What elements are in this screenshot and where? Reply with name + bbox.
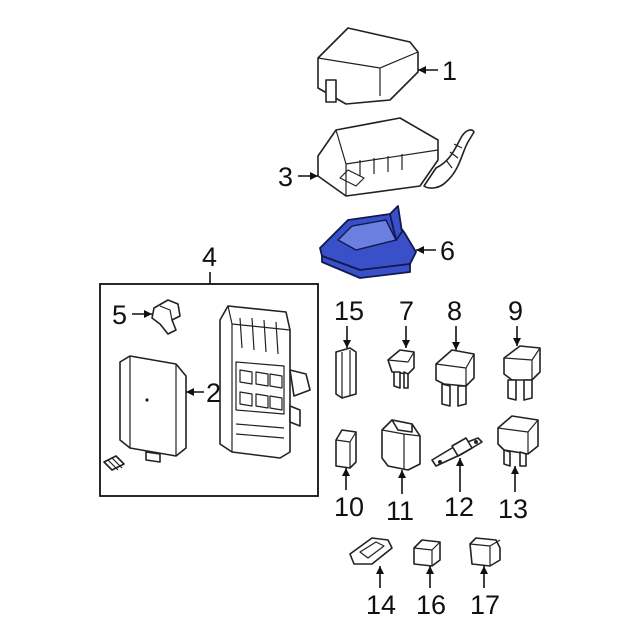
arrow-12: [456, 458, 464, 466]
part-11-relay[interactable]: [381, 419, 421, 471]
arrow-17: [480, 566, 488, 574]
arrow-16: [426, 566, 434, 574]
part-7-mini-fuse[interactable]: [387, 349, 415, 389]
callout-16[interactable]: 16: [416, 590, 446, 620]
arrow-10: [342, 468, 350, 476]
part-13-cartridge-fuse[interactable]: [497, 415, 539, 467]
part-3-fuse-box-housing[interactable]: [317, 117, 475, 197]
arrow-2: [186, 388, 194, 396]
part-2-control-module[interactable]: [119, 355, 187, 463]
arrow-3: [310, 172, 318, 180]
callout-15[interactable]: 15: [334, 296, 364, 326]
part-1-fuse-box-cover[interactable]: [317, 27, 419, 105]
arrow-7: [402, 340, 410, 348]
arrow-14: [376, 566, 384, 574]
part-17-relay[interactable]: [469, 537, 501, 567]
assembly-4-box: [99, 283, 319, 497]
arrow-1: [418, 66, 426, 74]
part-10-relay[interactable]: [335, 429, 357, 469]
callout-9[interactable]: 9: [508, 296, 523, 326]
part-8-standard-fuse[interactable]: [435, 349, 475, 407]
part-14-fuse-puller[interactable]: [349, 537, 393, 565]
fuse-relay-block[interactable]: [219, 305, 311, 459]
callout-3[interactable]: 3: [278, 162, 293, 192]
arrow-8: [452, 342, 460, 350]
callout-5[interactable]: 5: [112, 300, 127, 330]
callout-6[interactable]: 6: [440, 236, 455, 266]
part-5-bracket[interactable]: [151, 299, 181, 335]
arrow-15: [343, 340, 351, 348]
arrow-9: [513, 338, 521, 346]
part-9-maxi-fuse[interactable]: [503, 345, 541, 401]
part-15-circuit-breaker[interactable]: [335, 347, 357, 399]
part-12-bolt-in-fuse[interactable]: [431, 437, 483, 467]
callout-7[interactable]: 7: [399, 296, 414, 326]
arrow-13: [511, 466, 519, 474]
part-6-lower-cover[interactable]: [319, 205, 417, 279]
callout-8[interactable]: 8: [447, 296, 462, 326]
callout-10[interactable]: 10: [334, 492, 364, 522]
arrow-5: [144, 310, 152, 318]
arrow-6: [416, 246, 424, 254]
callout-2[interactable]: 2: [206, 378, 221, 408]
screw: [103, 455, 125, 471]
callout-11[interactable]: 11: [386, 496, 414, 526]
part-16-relay[interactable]: [413, 539, 441, 567]
callout-14[interactable]: 14: [366, 590, 396, 620]
callout-1[interactable]: 1: [442, 56, 457, 86]
arrow-11: [398, 470, 406, 478]
callout-12[interactable]: 12: [444, 492, 474, 522]
callout-17[interactable]: 17: [470, 590, 500, 620]
callout-4[interactable]: 4: [202, 242, 217, 272]
callout-13[interactable]: 13: [498, 494, 528, 524]
